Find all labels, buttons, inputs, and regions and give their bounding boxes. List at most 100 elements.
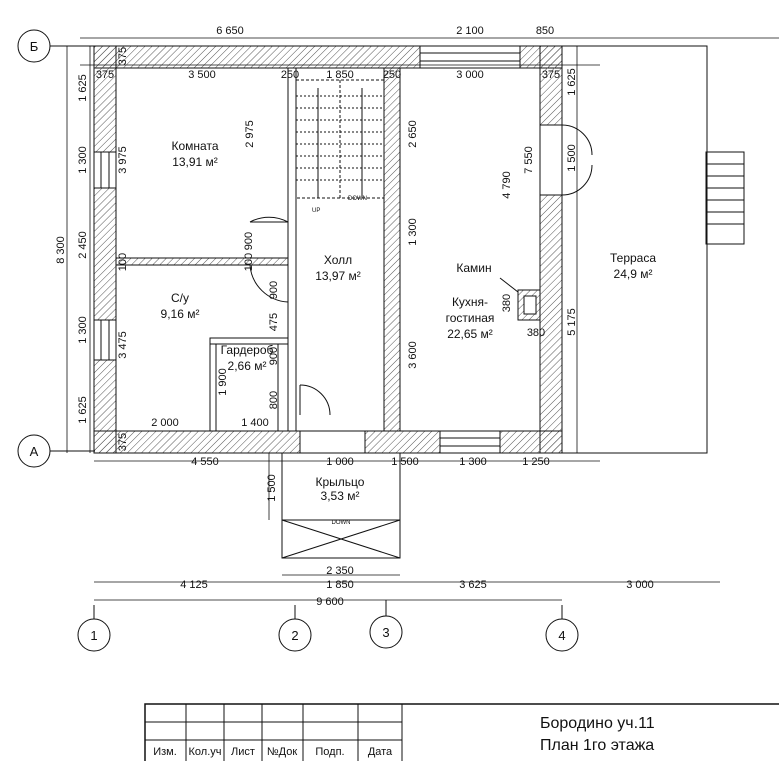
window-kitchen-bottom (439, 430, 501, 454)
stamp-col-change: Изм. (153, 746, 177, 758)
dim-overall: 9 600 (316, 596, 344, 608)
dim-mid-d: 900 (268, 281, 280, 299)
dimension-texts: 6 650 2 100 850 375 3 500 250 1 850 250 … (55, 25, 654, 608)
axis-label-1: 1 (90, 628, 97, 643)
terrace-door-opening (539, 124, 563, 196)
openings (93, 45, 563, 454)
dim-kitchen-a: 4 790 (501, 171, 513, 199)
room-area-closet: 2,66 м² (228, 359, 267, 373)
porch (281, 452, 401, 559)
dim-mid-g: 800 (268, 391, 280, 409)
dim-mid-c: 100 (243, 253, 255, 271)
room-name-kitchen: Кухня- (452, 295, 488, 309)
dim-total-a: 4 125 (180, 579, 208, 591)
dim-fire-b: 380 (527, 327, 545, 339)
dim-hall-a: 2 650 (407, 120, 419, 148)
dim-lin-b: 3 975 (117, 146, 129, 174)
dim-right-c: 7 550 (523, 146, 535, 174)
room-name-bathroom: С/у (171, 291, 189, 305)
dim-top-b: 2 100 (456, 25, 484, 37)
title-block (144, 703, 779, 761)
room-name-terrace: Терраса (610, 251, 656, 265)
dim-in-d: 1 850 (326, 69, 354, 81)
dim-bottom-d: 1 300 (459, 456, 487, 468)
dim-bottom-e: 1 250 (522, 456, 550, 468)
axis-label-2: 2 (291, 628, 298, 643)
dim-mid-b: 900 (243, 232, 255, 250)
terrace-steps (705, 151, 745, 245)
terrace (561, 45, 745, 454)
room-name-closet: Гардероб (221, 343, 274, 357)
room-area-terrace: 24,9 м² (614, 267, 653, 281)
dim-porch: 1 500 (266, 474, 278, 502)
dim-lin-d: 3 475 (117, 331, 129, 359)
room-labels: Комната 13,91 м² С/у 9,16 м² Гардероб 2,… (161, 139, 657, 526)
walls (93, 45, 563, 454)
dim-in-b: 3 500 (188, 69, 216, 81)
dim-lin-a: 375 (117, 47, 129, 65)
fireplace-label: Камин (456, 261, 491, 275)
fireplace (499, 277, 541, 321)
room-area-kitchen: 22,65 м² (447, 327, 493, 341)
dim-in-c: 250 (281, 69, 299, 81)
dim-bottom-a: 4 550 (191, 456, 219, 468)
stair-up-label: UP (312, 208, 320, 214)
dim-total-b: 1 850 (326, 579, 354, 591)
dim-top-c: 850 (536, 25, 554, 37)
stamp-col-date: Дата (368, 746, 393, 758)
dimension-lines (66, 37, 779, 601)
dim-left-overall: 8 300 (55, 236, 67, 264)
stamp-col-sign: Подп. (315, 746, 344, 758)
dim-lin-c: 100 (117, 253, 129, 271)
dim-mid-f: 900 (268, 347, 280, 365)
dim-left-a: 1 625 (77, 74, 89, 102)
room-name-bedroom: Комната (172, 139, 219, 153)
dim-total-c: 3 625 (459, 579, 487, 591)
dim-total-d: 3 000 (626, 579, 654, 591)
dim-bath-b: 1 400 (241, 417, 269, 429)
room-name-porch: Крыльцо (316, 475, 365, 489)
dim-hall-c: 3 600 (407, 341, 419, 369)
stamp-col-qty: Кол.уч (189, 746, 222, 758)
axis-label-3: 3 (382, 625, 389, 640)
room-area-bedroom: 13,91 м² (172, 155, 218, 169)
dim-left-e: 1 625 (77, 396, 89, 424)
dim-left-d: 1 300 (77, 316, 89, 344)
dim-left-c: 2 450 (77, 231, 89, 259)
room-name-kitchen-2: гостиная (446, 311, 495, 325)
dim-mid-a: 2 975 (244, 120, 256, 148)
stamp-col-sheet: Лист (231, 746, 255, 758)
dim-left-b: 1 300 (77, 146, 89, 174)
dim-in-e: 250 (383, 69, 401, 81)
doors (249, 124, 593, 416)
project-title: Бородино уч.11 (540, 715, 655, 732)
staircase (295, 79, 385, 199)
axis-label-b: Б (30, 39, 39, 54)
entrance-door-opening (299, 430, 366, 454)
porch-down-label: DOWN (332, 520, 351, 526)
dim-hall-b: 1 300 (407, 218, 419, 246)
dim-mid-e: 475 (268, 313, 280, 331)
dim-fire-a: 380 (501, 294, 513, 312)
dim-bath-a: 2 000 (151, 417, 179, 429)
dim-bath-c: 1 900 (217, 368, 229, 396)
room-area-bathroom: 9,16 м² (161, 307, 200, 321)
stamp-col-doc: №Док (267, 746, 297, 758)
window-bath-left (93, 319, 117, 361)
dim-in-a: 375 (96, 69, 114, 81)
room-area-porch: 3,53 м² (321, 489, 360, 503)
room-name-hall: Холл (324, 253, 352, 267)
window-room-left (93, 151, 117, 189)
dim-top-a: 6 650 (216, 25, 244, 37)
axis-markers (17, 29, 579, 652)
sheet-title: План 1го этажа (540, 737, 654, 754)
room-area-hall: 13,97 м² (315, 269, 361, 283)
dim-right-a: 1 625 (566, 68, 578, 96)
axis-label-4: 4 (558, 628, 565, 643)
dim-right-b: 1 500 (566, 144, 578, 172)
dim-right-d: 5 175 (566, 308, 578, 336)
dim-in-g: 375 (542, 69, 560, 81)
stair-down-label: DOWN (348, 196, 367, 202)
dim-lin-e: 375 (117, 433, 129, 451)
